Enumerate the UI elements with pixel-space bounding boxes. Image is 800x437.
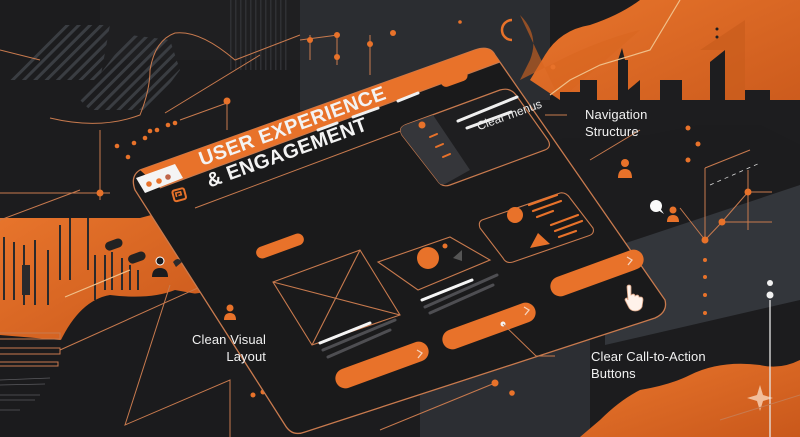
browser-logo-icon <box>171 187 187 203</box>
person-icon-layout <box>224 304 236 320</box>
location-person-icon <box>152 256 182 277</box>
callout-cta: Clear Call-to-Action Buttons <box>591 348 706 382</box>
person-icon-chart <box>667 206 679 222</box>
callout-layout-line1: Clean Visual <box>192 332 266 347</box>
callout-layout: Clean Visual Layout <box>170 331 266 365</box>
callout-navigation: Navigation Structure <box>585 106 647 140</box>
callout-layout-line2: Layout <box>226 349 266 364</box>
callout-cta-line1: Clear Call-to-Action <box>591 349 706 364</box>
person-icon-nav <box>618 159 632 178</box>
callout-cta-line2: Buttons <box>591 366 636 381</box>
chat-bubble-icon <box>650 200 664 214</box>
callout-navigation-line1: Navigation <box>585 107 648 122</box>
hand-cursor-icon <box>624 284 644 312</box>
callout-navigation-line2: Structure <box>585 124 639 139</box>
cta-buttons <box>335 249 644 389</box>
